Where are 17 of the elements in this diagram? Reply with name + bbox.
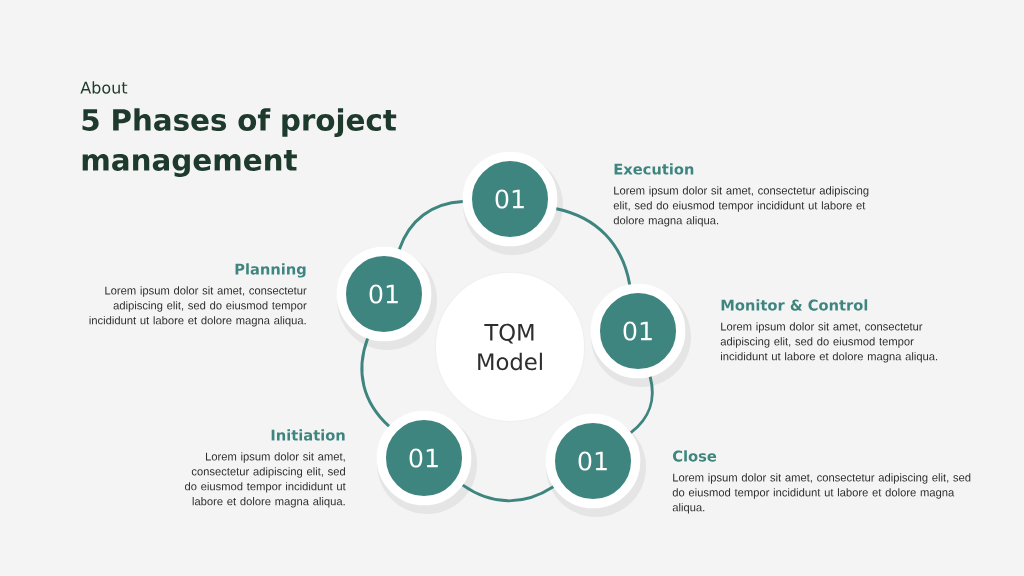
phase-heading: Close [673, 450, 717, 462]
ring-arc [629, 376, 654, 434]
phase-description: Lorem ipsum dolor sit amet, consectetur adipiscing elit, sed do eiusmod tempor incididunt ut labore et dolore magna aliqua. [720, 322, 938, 363]
phase-heading: Planning [235, 263, 306, 278]
ring-arc [398, 200, 463, 250]
ring-arc [462, 483, 555, 503]
ring-arc [555, 207, 632, 285]
phase-description: Lorem ipsum dolor sit amet, consectetur adipiscing elit, sed do eiusmod tempor incididunt ut labore et dolore magna aliqua. [89, 286, 307, 327]
ring-arc [360, 337, 391, 428]
phase-description: Lorem ipsum dolor sit amet, consectetur adipiscing elit, sed do eiusmod tempor incididunt ut labore et dolore magna aliqua. [185, 452, 346, 508]
phase-description: Lorem ipsum dolor sit amet, consectetur adipiscing elit, sed do eiusmod tempor incididunt ut labore et dolore magna aliqua. [613, 186, 869, 227]
phase-heading: Execution [614, 163, 694, 175]
kicker-text: About [80, 81, 128, 94]
phase-heading: Monitor & Control [721, 299, 868, 311]
phase-description: Lorem ipsum dolor sit amet, consectetur adipiscing elit, sed do eiusmod tempor incididunt ut labore et dolore magna aliqua. [672, 473, 971, 514]
phase-heading: Initiation [271, 429, 345, 441]
title: 5 Phases of project management [82, 108, 397, 177]
